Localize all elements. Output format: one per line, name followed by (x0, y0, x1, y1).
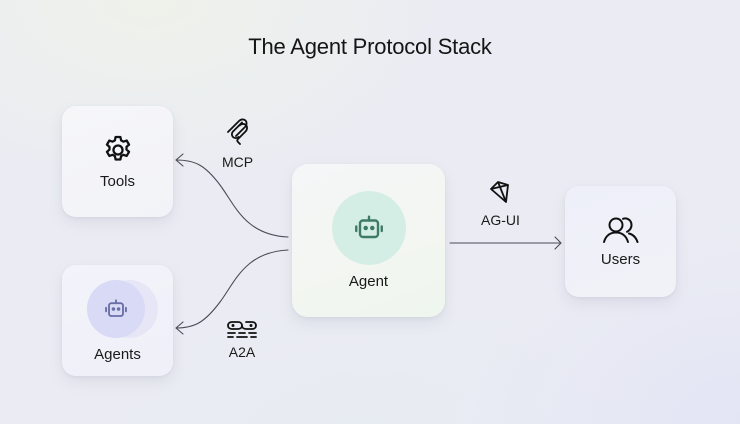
agent-label: Agent (348, 273, 389, 290)
diagram-title: The Agent Protocol Stack (248, 34, 492, 59)
users-icon (601, 215, 641, 245)
users-node[interactable]: Users (565, 186, 676, 297)
agent-node[interactable]: Agent (292, 164, 445, 317)
robot-icon (102, 295, 130, 323)
agui-gem-icon (488, 180, 512, 206)
a2a-protocol: A2A (224, 320, 260, 360)
mcp-arrowhead (175, 153, 184, 167)
robot-icon (351, 210, 387, 246)
a2a-label: A2A (228, 344, 256, 360)
gear-icon (101, 133, 135, 167)
tools-label: Tools (99, 173, 136, 190)
a2a-connector (175, 249, 289, 329)
a2a-logo-icon (224, 320, 260, 340)
agui-protocol: AG-UI (481, 180, 520, 228)
mcp-connector (175, 159, 289, 238)
agent-icon-badge (331, 191, 406, 265)
agents-label: Agents (94, 346, 141, 363)
mcp-label: MCP (222, 154, 254, 170)
a2a-arrowhead (175, 321, 184, 335)
users-label: Users (600, 251, 641, 268)
agui-arrowhead (554, 236, 562, 250)
tools-node[interactable]: Tools (62, 106, 173, 217)
agents-icon-badge (82, 280, 158, 340)
mcp-logo-icon (224, 118, 252, 148)
agui-label: AG-UI (481, 212, 520, 228)
agents-node[interactable]: Agents (62, 265, 173, 376)
mcp-protocol: MCP (222, 118, 253, 170)
